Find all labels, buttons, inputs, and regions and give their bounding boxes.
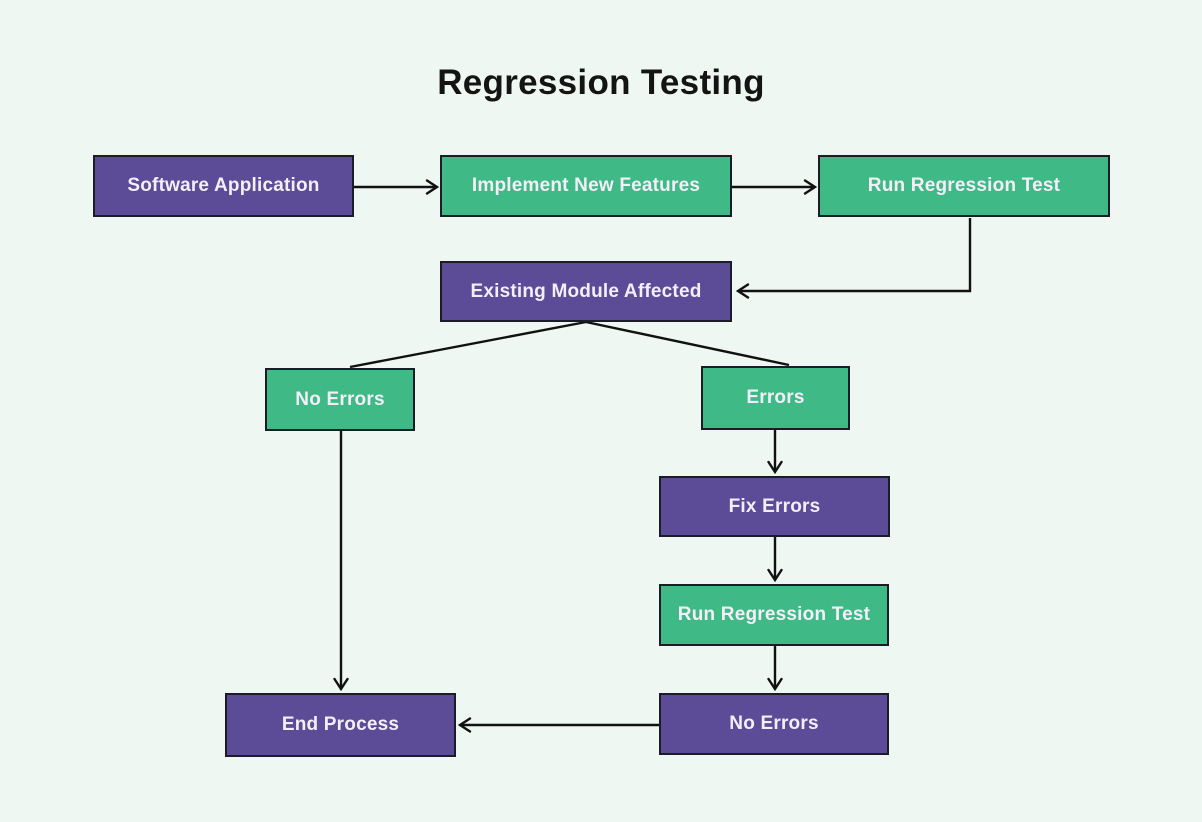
edge-runtest1-to-existing xyxy=(738,218,972,291)
node-label: Software Application xyxy=(127,175,320,196)
node-label: Run Regression Test xyxy=(867,175,1061,196)
diagram-title: Regression Testing xyxy=(437,63,765,102)
edge-existing-to-noerrors-branch xyxy=(349,320,587,369)
node-run-regression-test-1: Run Regression Test xyxy=(818,155,1110,217)
node-label: Run Regression Test xyxy=(677,604,871,625)
node-no-errors-branch: No Errors xyxy=(265,368,415,431)
node-label: No Errors xyxy=(729,713,819,734)
node-label: Errors xyxy=(746,387,805,408)
node-software-application: Software Application xyxy=(93,155,354,217)
node-no-errors-final: No Errors xyxy=(659,693,889,755)
node-existing-module-affected: Existing Module Affected xyxy=(440,261,732,322)
node-implement-new-features: Implement New Features xyxy=(440,155,732,217)
node-label: Implement New Features xyxy=(471,175,701,196)
node-label: Fix Errors xyxy=(728,495,821,517)
node-label: No Errors xyxy=(295,388,385,410)
node-label: Existing Module Affected xyxy=(470,280,702,302)
node-run-regression-test-2: Run Regression Test xyxy=(659,584,889,646)
edge-existing-to-errors xyxy=(585,320,790,367)
node-end-process: End Process xyxy=(225,693,456,757)
node-fix-errors: Fix Errors xyxy=(659,476,890,537)
node-errors: Errors xyxy=(701,366,850,430)
node-label: End Process xyxy=(281,714,400,735)
